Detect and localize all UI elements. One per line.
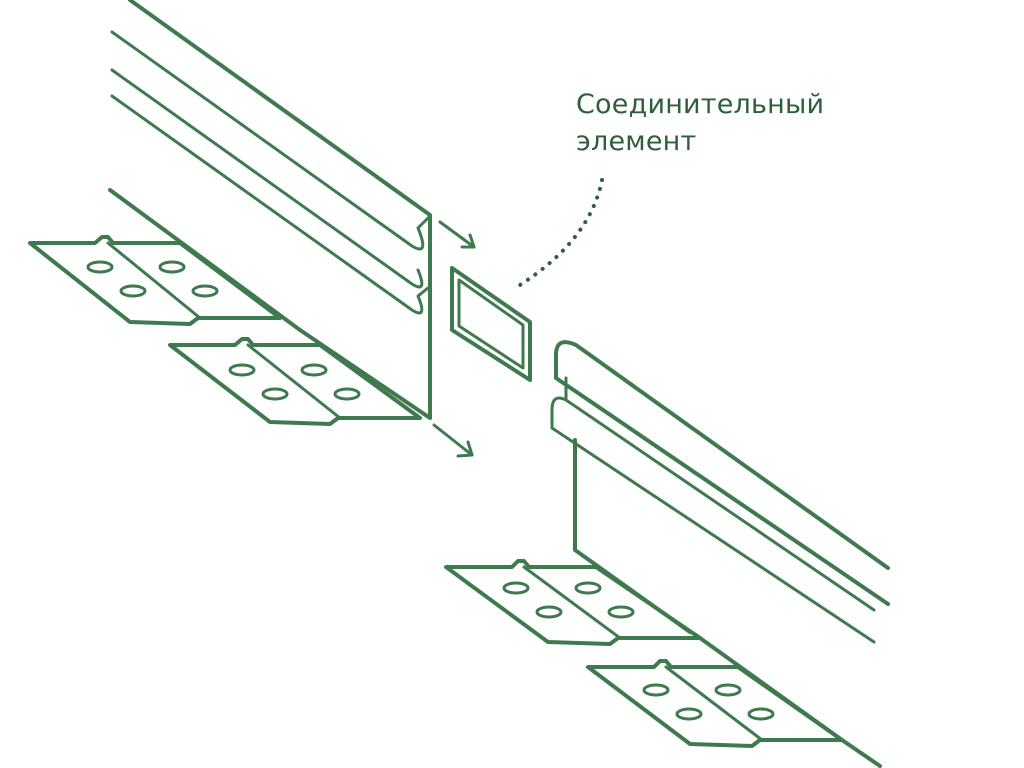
label-leader-dots	[518, 178, 604, 287]
mounting-bracket-icon	[28, 235, 282, 326]
bracket-hole	[86, 260, 114, 274]
connector-plate-icon	[450, 266, 532, 382]
left-profile-segment	[108, 0, 432, 420]
left-profile-rib-top	[110, 30, 430, 251]
left-profile-rib-bottom	[110, 94, 430, 315]
connector-label: Соединительный элемент	[576, 86, 824, 160]
bracket-fold	[246, 343, 342, 420]
bracket-hole	[642, 683, 670, 697]
mounting-bracket-icon	[586, 659, 844, 748]
bracket-plate	[444, 559, 702, 646]
bracket-plate	[28, 235, 282, 326]
arrow-icon	[438, 220, 476, 249]
left-profile-top-edge	[128, 0, 432, 420]
arrow-icon	[432, 423, 474, 458]
connector-plate-inner	[457, 278, 525, 370]
right-profile-wall	[573, 438, 692, 634]
bracket-hole	[574, 581, 602, 595]
mounting-bracket-icon	[168, 337, 422, 426]
bracket-fold	[664, 665, 764, 742]
bracket-hole	[158, 260, 186, 274]
bracket-hole	[535, 605, 563, 619]
bracket-hole	[607, 605, 635, 619]
bracket-hole	[119, 284, 147, 298]
bracket-plate	[168, 337, 422, 426]
connector-plate-outer	[450, 266, 532, 382]
bracket-hole	[261, 387, 289, 401]
mounting-bracket-icon	[444, 559, 702, 646]
bracket-hole	[300, 363, 328, 377]
bracket-hole	[747, 707, 775, 721]
bracket-fold	[522, 565, 622, 640]
right-profile-rib-middle	[550, 396, 876, 644]
bracket-hole	[333, 387, 361, 401]
bracket-fold	[106, 241, 202, 320]
bracket-hole	[191, 284, 219, 298]
bracket-hole	[714, 683, 742, 697]
bracket-hole	[502, 581, 530, 595]
right-profile-base-line	[698, 636, 882, 768]
bracket-hole	[228, 363, 256, 377]
right-profile-top-edge	[554, 340, 890, 606]
right-profile-segment	[550, 340, 890, 644]
connector-label-line2: элемент	[576, 126, 697, 157]
bracket-hole	[675, 707, 703, 721]
left-profile-rib-middle	[110, 68, 424, 289]
connector-label-line1: Соединительный	[576, 89, 825, 120]
